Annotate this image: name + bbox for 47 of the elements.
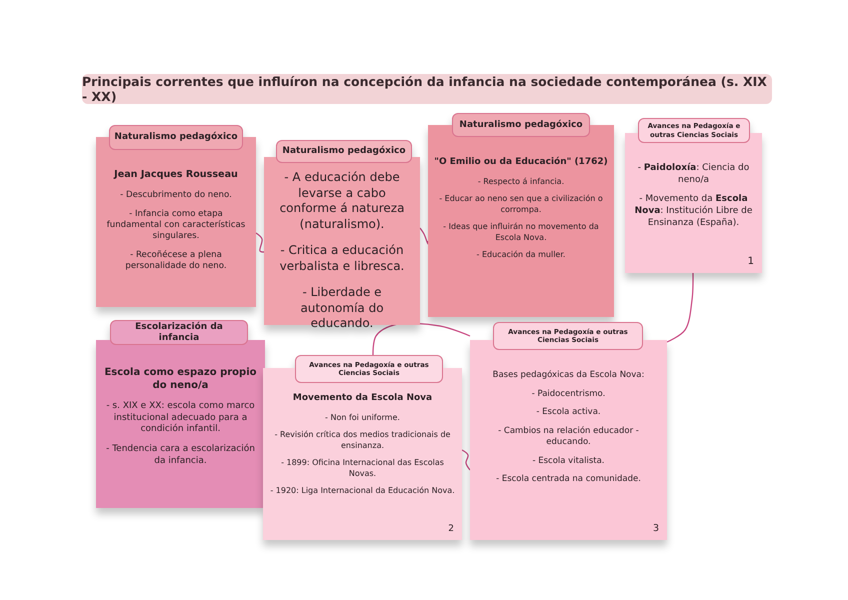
connector-line xyxy=(372,322,470,355)
note-text: - Escola vitalista. xyxy=(531,456,606,467)
note-text: - Descubrimento do neno. xyxy=(119,190,233,202)
note-text: - Cambios na relación educador - educando. xyxy=(497,426,640,448)
page-number: 1 xyxy=(748,256,754,267)
connector-line xyxy=(666,273,694,343)
note-text: - A educación debe levarse a cabo conforme á natureza (naturalismo). xyxy=(278,170,406,232)
note-text: - s. XIX e XX: escola como marco institucional adecuado para a condición infantil. xyxy=(105,401,256,436)
sticky-note xyxy=(263,355,462,540)
sticky-note xyxy=(470,322,667,540)
page-number: 2 xyxy=(448,524,454,534)
note-text: - Escola activa. xyxy=(535,407,602,418)
note-text: - Escola centrada na comunidade. xyxy=(495,474,642,486)
note-text: - 1920: Liga Internacional da Educación Nova. xyxy=(269,486,456,497)
note-subheading: Jean Jacques Rousseau xyxy=(112,169,239,182)
sticky-note xyxy=(96,125,256,307)
note-text: - Critica a educación verbalista e libresca. xyxy=(278,243,406,274)
page-number: 3 xyxy=(652,523,659,534)
sticky-note xyxy=(96,320,265,508)
note-heading: Escolarización da infancia xyxy=(110,320,248,345)
sticky-note xyxy=(428,113,614,317)
note-text: - Paidoloxía: Ciencia do neno/a xyxy=(636,163,750,186)
note-text: - Recoñécese a plena personalidade do neno. xyxy=(124,250,228,273)
note-text: - Ideas que influirán no movemento da Escola Nova. xyxy=(442,222,600,244)
note-text: - Revisión crítica dos medios tradicionais de ensinanza. xyxy=(274,430,452,452)
note-text: - Non foi uniforme. xyxy=(324,412,401,424)
note-text: Bases pedagóxicas da Escola Nova: xyxy=(492,370,646,382)
note-text: - Paidocentrismo. xyxy=(530,388,606,400)
note-text: - Educación da muller. xyxy=(476,250,566,261)
note-heading: Naturalismo pedagóxico xyxy=(452,113,590,137)
note-text: - Tendencia cara a escolarización da infancia. xyxy=(105,444,256,468)
note-heading: Naturalismo pedagóxico xyxy=(276,140,412,163)
note-subheading: Escola como espazo propio do neno/a xyxy=(103,366,258,392)
note-subheading: "O Emilio ou da Educación" (1762) xyxy=(434,157,608,169)
sticky-note xyxy=(625,118,762,273)
note-heading: Naturalismo pedagóxico xyxy=(109,125,243,150)
note-subheading: Movemento da Escola Nova xyxy=(292,393,434,405)
note-text: - Liberdade e autonomía do educando. xyxy=(299,285,385,332)
note-text: - Movemento da Escola Nova: Institución Libre de Ensinanza (España). xyxy=(634,194,754,230)
note-text: - 1899: Oficina Internacional das Escolas Novas. xyxy=(280,458,445,480)
title-banner: Principais correntes que influíron na concepción da infancia na sociedade contemporánea (s. XIX - XX) xyxy=(82,74,772,104)
connector-line xyxy=(256,232,264,253)
note-text: - Respecto á infancia. xyxy=(476,176,566,188)
connector-line xyxy=(420,228,429,245)
note-text: - Educar ao neno sen que a civilización o corrompa. xyxy=(438,194,604,216)
connector-line xyxy=(462,449,470,470)
note-text: - Infancia como etapa fundamental con características singulares. xyxy=(106,209,246,243)
